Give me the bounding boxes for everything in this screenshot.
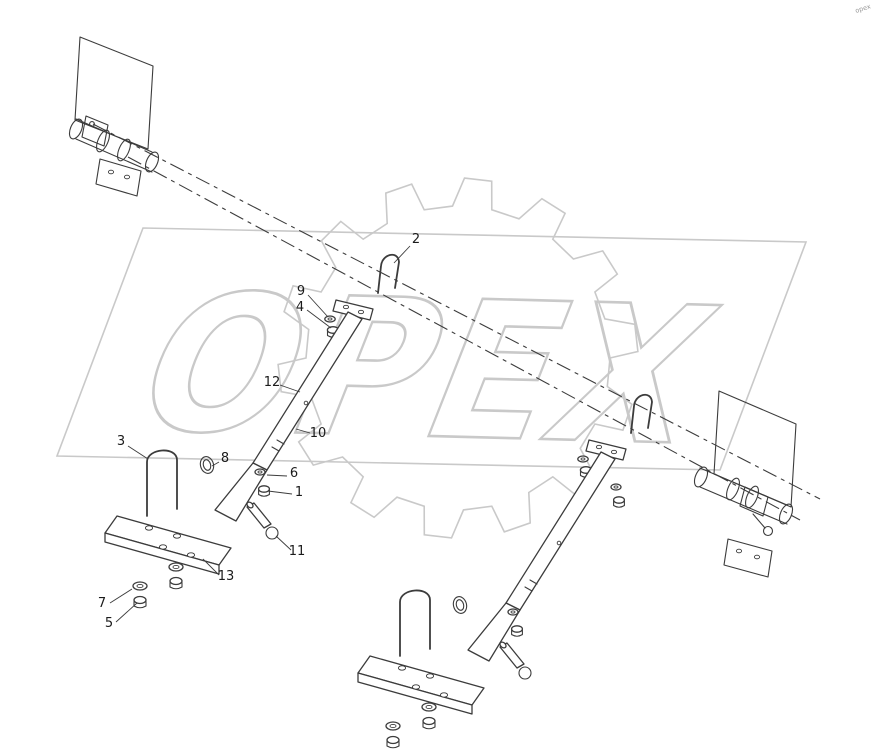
mount-plate	[104, 515, 232, 575]
callout-7: 7	[98, 596, 106, 611]
leader-line	[127, 445, 149, 460]
leader-line	[115, 602, 138, 623]
leader-line	[306, 309, 332, 329]
gusset	[214, 462, 268, 522]
watermark-text: OPEX	[107, 254, 745, 487]
callout-labels: 2 9 4 12 10 3 8 6 1 11 13 7 5	[98, 232, 420, 631]
callout-8: 8	[221, 451, 229, 466]
roller	[68, 118, 160, 173]
leader-line	[211, 461, 220, 467]
leader-line	[279, 384, 301, 393]
leader-line	[267, 490, 293, 495]
callout-3: 3	[117, 434, 125, 449]
callout-4: 4	[296, 300, 304, 315]
leader-line	[393, 245, 411, 264]
lynch-pin	[246, 501, 279, 540]
flange-washer-nut	[324, 315, 340, 338]
axis-line-lower	[127, 156, 801, 521]
callout-12: 12	[264, 375, 281, 390]
clamp-pin	[752, 513, 774, 537]
leader-line	[307, 294, 329, 318]
washer-nut-pair	[610, 483, 626, 508]
opex-watermark: OPEX	[55, 177, 808, 539]
callout-1: 1	[295, 485, 303, 500]
callout-13: 13	[218, 569, 235, 584]
lower-bracket	[95, 158, 142, 197]
watermark-frame	[55, 227, 808, 471]
clamp-block	[739, 486, 769, 517]
washer-nut-stack-right	[168, 562, 184, 590]
clamp-bolt	[89, 121, 95, 127]
leader-line	[295, 428, 311, 434]
leader-line	[275, 535, 292, 551]
callout-11: 11	[289, 544, 306, 559]
u-bolt-plate	[146, 449, 178, 517]
deflector-plate	[713, 390, 797, 508]
callout-6: 6	[290, 466, 298, 481]
leader-line	[202, 558, 220, 576]
callout-10: 10	[310, 426, 327, 441]
callout-9: 9	[297, 284, 305, 299]
axis-line-upper	[92, 123, 821, 500]
roller	[693, 466, 794, 525]
bolt-washer-nut	[254, 468, 271, 497]
clamp-block	[81, 115, 109, 147]
deflector-plate	[74, 36, 154, 150]
corner-mark: opex	[854, 2, 872, 15]
callout-2: 2	[412, 232, 420, 247]
gear-watermark-outline	[277, 177, 639, 539]
leader-line	[109, 588, 133, 604]
lower-bracket	[723, 538, 773, 578]
left-end-assembly	[68, 36, 160, 197]
diagram: 2 9 4 12 10 3 8 6 1 11 13 7 5	[68, 36, 821, 749]
u-bolt-top	[377, 253, 400, 294]
callout-5: 5	[105, 616, 113, 631]
washer-nut-stack-left	[132, 581, 148, 609]
leader-line	[266, 474, 288, 477]
snap-ring	[199, 456, 215, 474]
right-end-assembly	[610, 390, 797, 578]
toolbar-axis	[92, 123, 821, 521]
leader-lines	[109, 245, 411, 623]
clamp-flange	[332, 299, 374, 321]
